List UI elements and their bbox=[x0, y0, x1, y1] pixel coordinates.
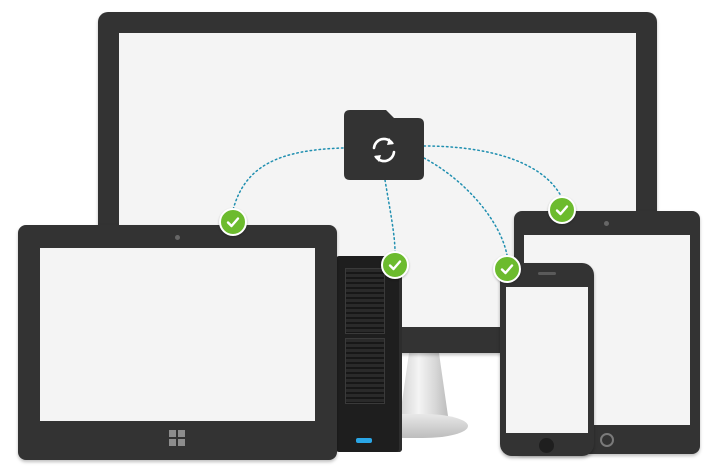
sync-check-icon bbox=[219, 208, 247, 236]
phone-home-button bbox=[539, 438, 554, 453]
nas-status-led bbox=[356, 438, 372, 443]
tablet-camera bbox=[175, 235, 180, 240]
tablet-camera bbox=[604, 221, 609, 226]
phone-screen bbox=[506, 287, 588, 433]
phone-speaker bbox=[538, 272, 556, 275]
nas-drive-bay bbox=[345, 338, 385, 404]
nas-server bbox=[336, 256, 402, 452]
smartphone bbox=[500, 263, 594, 456]
nas-drive-bay bbox=[345, 268, 385, 334]
sync-check-icon bbox=[493, 255, 521, 283]
windows-tablet bbox=[18, 225, 337, 460]
sync-check-icon bbox=[381, 251, 409, 279]
sync-check-icon bbox=[548, 196, 576, 224]
sync-folder-icon bbox=[344, 110, 424, 180]
windows-tablet-screen bbox=[40, 248, 315, 421]
windows-logo-icon bbox=[169, 430, 185, 446]
tablet-home-button bbox=[600, 433, 614, 447]
